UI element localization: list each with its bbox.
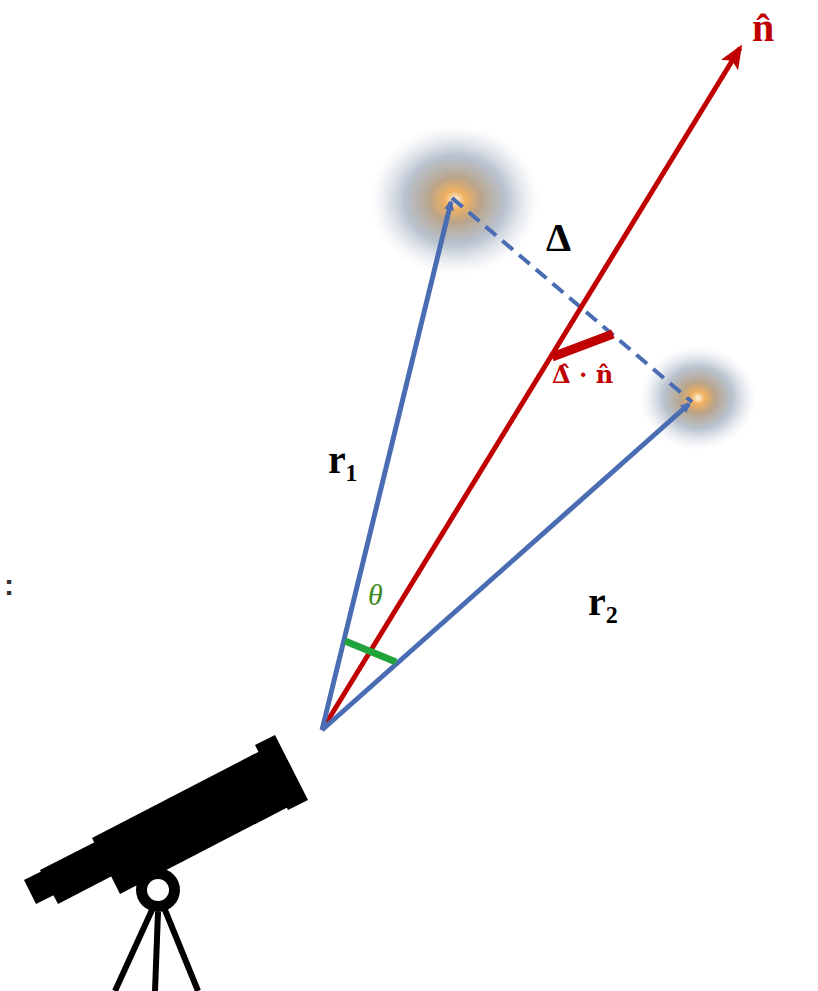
vector-label: r₁ <box>328 438 358 482</box>
vector-label: r₂ <box>588 580 618 624</box>
stray-mark: : <box>4 568 14 601</box>
vector-label: Δ <box>546 216 571 260</box>
angle-label: θ <box>368 578 383 611</box>
r2-vector <box>322 404 689 730</box>
angle-mark <box>345 641 396 662</box>
telescope-icon <box>24 735 308 991</box>
r1-vector <box>322 202 451 730</box>
separation-dashed <box>452 198 692 402</box>
projection-label: Δ̂ · n̂ <box>550 362 615 388</box>
projection-mark <box>552 334 613 357</box>
line-of-sight-arrow <box>322 48 740 730</box>
vector-label: n̂ <box>752 6 774 50</box>
